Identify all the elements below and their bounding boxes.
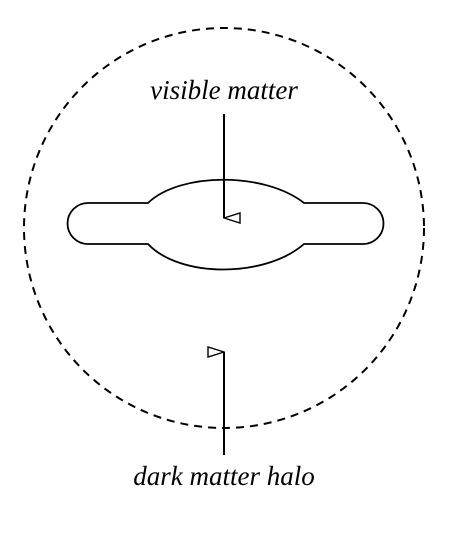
dark-matter-halo-label: dark matter halo (133, 461, 315, 491)
visible-matter-shape (66, 178, 385, 271)
visible-matter-label: visible matter (150, 75, 298, 105)
